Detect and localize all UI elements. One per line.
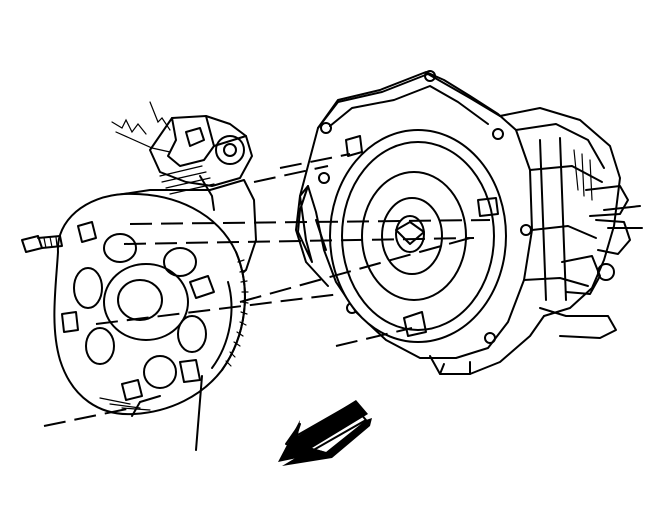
alignment-line [123,237,475,245]
flexplate-icon [53,192,249,451]
alignment-line [95,293,341,325]
alignment-line [335,327,413,347]
arrow-icon [278,400,372,466]
alignment-line [129,219,491,225]
transmission-icon [295,70,643,375]
alignment-lines [43,153,491,427]
alignment-line [279,153,351,169]
alignment-line [43,407,133,427]
bolt-icon [21,235,63,253]
alignment-line [239,237,471,303]
alignment-line [253,165,329,183]
